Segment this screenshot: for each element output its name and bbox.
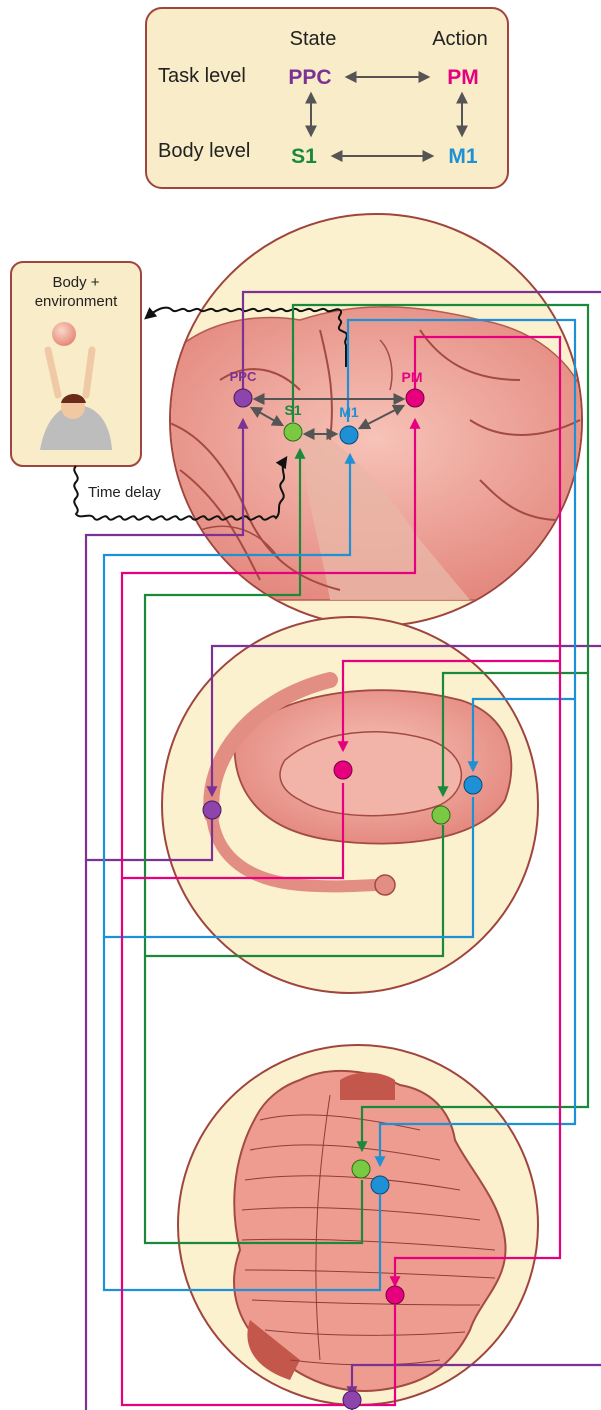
cortex-ppc-label: PPC [230,369,257,384]
cortex-pm-label: PM [402,369,423,385]
legend-col-action: Action [432,28,488,50]
legend-ppc-label: PPC [288,66,331,89]
cortex-s1-label: S1 [284,402,301,418]
cerebellum-panel [178,1045,538,1405]
bg-node-s1 [432,806,450,824]
legend-row-body: Body level [158,140,250,162]
cb-node-ppc [343,1391,361,1409]
cb-node-s1 [352,1160,370,1178]
legend-pm-label: PM [447,66,479,89]
legend-box: State Action Task level Body level PPC P… [146,8,508,188]
legend-m1-label: M1 [448,145,477,168]
bg-node-m1 [464,776,482,794]
bg-node-pm [334,761,352,779]
body-environment-box: Body + environment [11,262,141,466]
cortex-m1-label: M1 [339,404,359,420]
body-box-line1: Body + [52,274,99,291]
cb-node-pm [386,1286,404,1304]
time-delay-label: Time delay [88,484,161,501]
legend-col-state: State [290,28,337,50]
bg-node-ppc [203,801,221,819]
body-box-line2: environment [35,293,118,310]
legend-s1-label: S1 [291,145,317,168]
ball-icon [52,322,76,346]
cb-node-m1 [371,1176,389,1194]
legend-row-task: Task level [158,65,246,87]
